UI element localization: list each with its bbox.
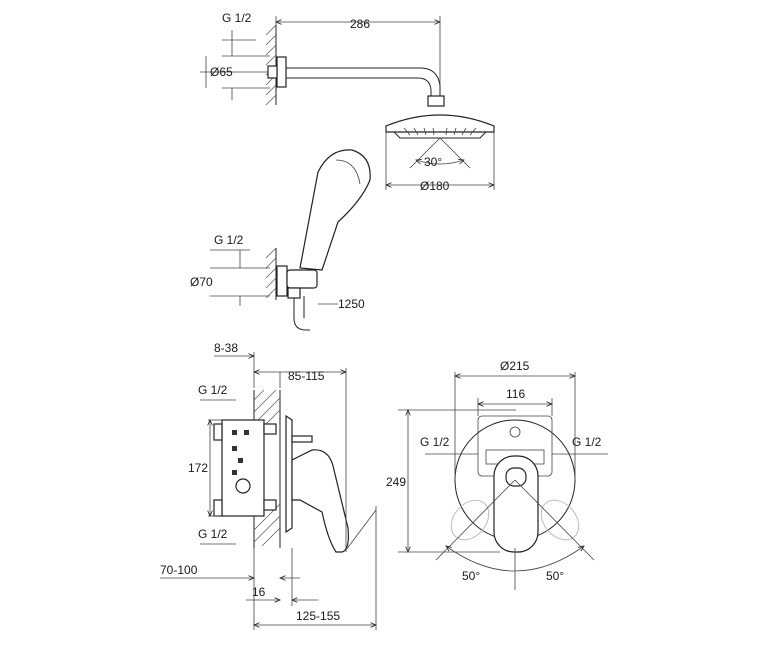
dim-lever-angle-right: 50° xyxy=(546,569,564,583)
dim-lever-depth: 125-155 xyxy=(296,609,340,623)
dim-plate-height: 249 xyxy=(386,475,406,489)
dim-16: 16 xyxy=(252,585,266,599)
dim-thread-plate-left: G 1/2 xyxy=(420,435,450,449)
dim-thread-valve-top: G 1/2 xyxy=(198,383,228,397)
shower-arm-view xyxy=(200,16,494,190)
dim-plate-diameter: Ø215 xyxy=(500,359,530,373)
plate-front-view xyxy=(398,372,608,590)
dim-install-depth: 70-100 xyxy=(160,563,198,577)
hand-shower-view xyxy=(210,149,371,331)
dim-head-diameter: Ø180 xyxy=(420,179,450,193)
dim-thread-top: G 1/2 xyxy=(222,11,252,25)
dim-thread-valve-bottom: G 1/2 xyxy=(198,527,228,541)
dim-valve-depth: 85-115 xyxy=(288,369,325,383)
dim-thread-plate-right: G 1/2 xyxy=(572,435,602,449)
valve-section-view xyxy=(160,352,376,630)
dim-flange-top-diameter: Ø65 xyxy=(210,65,233,79)
dim-shower-arm-length: 286 xyxy=(350,17,370,31)
dim-valve-height: 172 xyxy=(188,461,208,475)
dim-lever-angle-left: 50° xyxy=(462,569,480,583)
dim-plate-inner: 116 xyxy=(506,387,525,401)
dim-flange-mid-diameter: Ø70 xyxy=(190,275,213,289)
dim-spray-angle: 30° xyxy=(424,155,442,169)
dim-wall-thickness: 8-38 xyxy=(214,341,238,355)
dim-hose-length: 1250 xyxy=(338,297,365,311)
dim-thread-mid: G 1/2 xyxy=(214,233,244,247)
